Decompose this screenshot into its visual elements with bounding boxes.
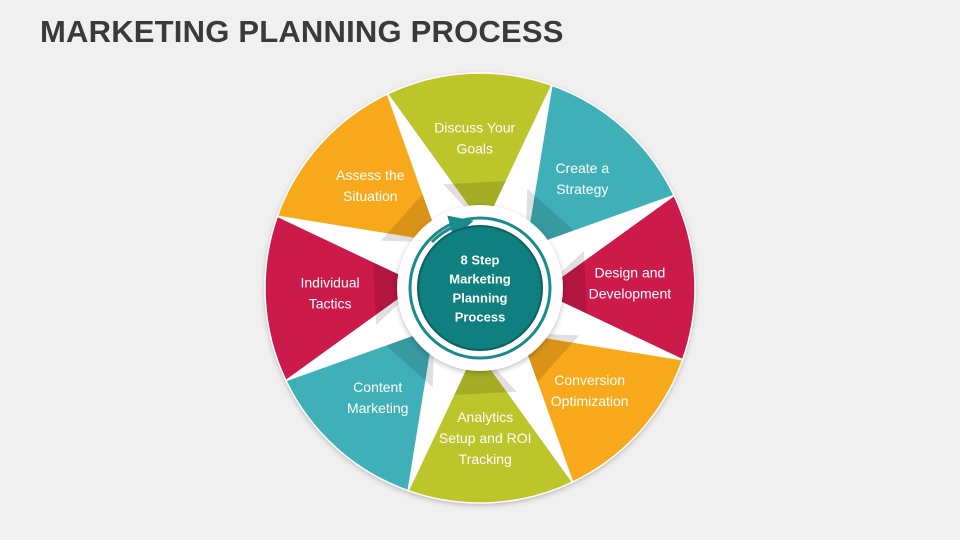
slide-title: MARKETING PLANNING PROCESS [40,14,564,49]
segment-label-line: Conversion [554,372,625,388]
segment-label-line: Individual [301,275,360,291]
segment-label-line: Assess the [336,167,405,183]
segment-label-line: Optimization [551,393,629,409]
center-label-line: Marketing [449,272,510,287]
segment-6 [284,326,436,492]
segment-label-line: Tracking [459,451,512,467]
segment-shade-7 [373,262,421,325]
segment-label-line: Tactics [309,296,352,312]
hub-circle [417,225,543,351]
segment-label-line: Marketing [347,400,408,416]
segment-4 [518,332,684,484]
segment-1 [386,72,553,230]
segment-label-line: Content [353,379,402,395]
segment-shade-3 [539,251,587,314]
segment-2 [524,84,676,250]
segment-label-line: Analytics [457,409,513,425]
center-label-line: 8 Step [460,253,499,268]
segment-label-line: Create a [555,160,609,176]
center-label-line: Process [455,310,506,325]
segment-label-line: Development [589,285,672,301]
segment-label-line: Goals [456,141,493,157]
segment-8 [276,92,442,244]
segment-label-2: Create a Strategy [555,160,609,197]
hub-cycle-arrow [430,215,474,244]
segment-label-line: Discuss Your [434,120,515,136]
segment-label-line: Design and [594,264,665,280]
hub-cycle-ring [408,216,552,360]
center-label-line: Planning [453,291,508,306]
segment-3 [538,194,696,361]
segment-5 [407,346,574,504]
segment-7 [264,215,422,382]
segment-label-line: Setup and ROI [439,430,532,446]
segment-shade-1 [443,181,506,229]
segment-label-line: Situation [343,188,397,204]
segment-shade-5 [454,347,517,395]
segment-label-line: Strategy [556,181,608,197]
